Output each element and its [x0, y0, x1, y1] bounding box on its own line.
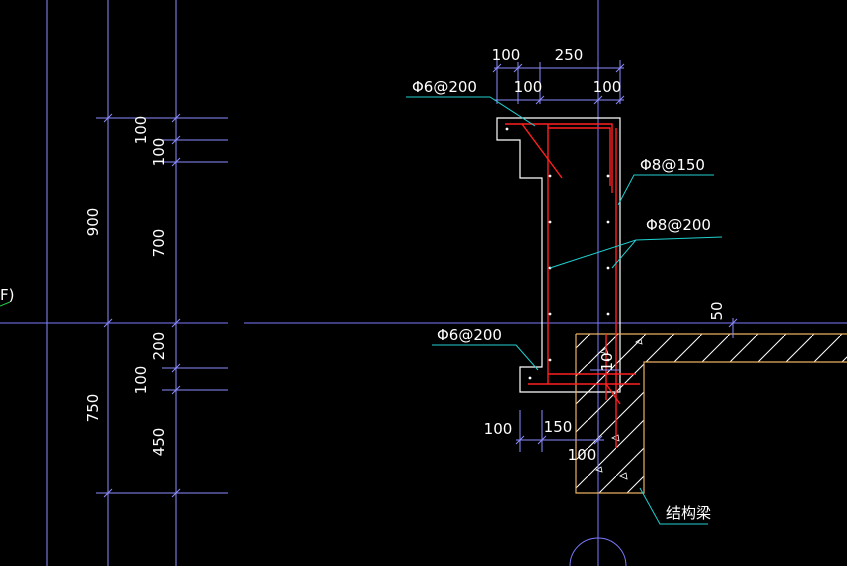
- dim-inner-6: 450: [150, 428, 168, 457]
- dim-inner-5: 100: [132, 366, 150, 395]
- bottom-dim-100-b: 100: [568, 446, 597, 464]
- leader-beam: [639, 487, 708, 525]
- label-top-stirrup: Φ6@200: [412, 78, 477, 96]
- grid-marker: [0, 301, 11, 307]
- bottom-dim-150: 150: [544, 418, 573, 436]
- leader-group: [406, 96, 723, 525]
- leader-bottom-stirrup: [432, 344, 539, 371]
- top-dimension-group: [492, 60, 625, 105]
- label-bottom-stirrup: Φ6@200: [437, 326, 502, 344]
- dim-outer-top: 900: [84, 208, 102, 237]
- rebar-dots: [505, 127, 610, 380]
- rebar-group: [505, 123, 640, 448]
- dim-inner-2: 100: [150, 138, 168, 167]
- dim-inner-1: 100: [132, 116, 150, 145]
- top-dim-100-b: 100: [514, 78, 543, 96]
- dim-inner-10: 10: [598, 352, 616, 371]
- bottom-dim-100-a: 100: [484, 420, 513, 438]
- top-dim-250: 250: [555, 46, 584, 64]
- dim-outer-bottom: 750: [84, 394, 102, 423]
- left-dimension-group: [46, 0, 228, 566]
- bottom-dimension-group: [515, 318, 738, 470]
- label-side-rebar: Φ8@150: [640, 156, 705, 174]
- inner-stirrup: [548, 127, 611, 186]
- top-dim-100-a: 100: [492, 46, 521, 64]
- leader-top-stirrup: [406, 96, 536, 127]
- label-beam: 结构梁: [666, 504, 711, 522]
- parapet-outline: [496, 117, 621, 393]
- bottom-bar-2: [605, 383, 621, 405]
- leader-side-rebar: [617, 174, 714, 206]
- dim-beam-offset: 50: [708, 301, 726, 320]
- grid-bubble: [569, 537, 627, 566]
- dim-inner-3: 700: [150, 229, 168, 258]
- label-vertical-rebar: Φ8@200: [646, 216, 711, 234]
- leader-vertical-rebar-b: [611, 239, 637, 269]
- top-dim-100-c: 100: [593, 78, 622, 96]
- grid-label: F): [0, 286, 14, 304]
- outer-stirrup: [505, 123, 613, 193]
- top-diagonal: [521, 123, 563, 179]
- dim-inner-4: 200: [150, 332, 168, 361]
